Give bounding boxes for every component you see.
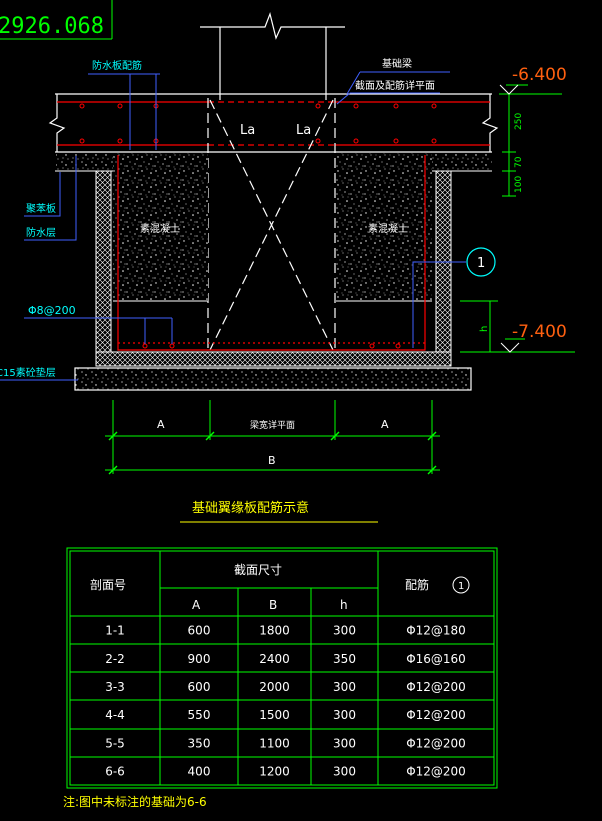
- table-row: 5-5 350 1100 300 Φ12@200: [105, 736, 466, 750]
- dim-100-label: 100: [514, 176, 524, 193]
- table-cell-reinf: Φ12@200: [406, 736, 466, 750]
- plain-concrete-right-label: 素混凝土: [368, 222, 408, 235]
- coordinate-readout: 2926.068: [0, 14, 104, 39]
- table-cell-section: 6-6: [105, 765, 125, 779]
- table-cell-section: 2-2: [105, 652, 125, 666]
- table-cell-a: 350: [188, 736, 211, 750]
- callout-1-number: 1: [477, 256, 485, 271]
- table-row: 6-6 400 1200 300 Φ12@200: [105, 765, 466, 779]
- table-cell-section: 1-1: [105, 624, 125, 638]
- beam-detail-label: 截面及配筋详平面: [355, 79, 435, 92]
- table-cell-h: 300: [333, 708, 356, 722]
- waterproof-layer-label: 防水层: [26, 226, 56, 239]
- foundation-beam-label: 基础梁: [382, 57, 412, 70]
- table-grid: [66, 547, 498, 789]
- slab-rebar-dots: [79, 103, 437, 144]
- table-row: 4-4 550 1500 300 Φ12@200: [105, 708, 466, 722]
- table-cell-a: 550: [188, 708, 211, 722]
- table-header-callout-number: 1: [458, 581, 464, 592]
- dim-250-label: 250: [514, 113, 524, 130]
- table-col-a: A: [192, 598, 201, 612]
- table-cell-section: 5-5: [105, 736, 125, 750]
- plain-concrete: [113, 153, 432, 302]
- table-header-section: 剖面号: [90, 578, 126, 592]
- table-cell-reinf: Φ12@200: [406, 708, 466, 722]
- dim-a-left-label: A: [157, 418, 165, 431]
- table-cell-reinf: Φ12@200: [406, 765, 466, 779]
- table-cell-b: 1200: [259, 765, 290, 779]
- c15-bedding-label: C15素砼垫层: [0, 366, 56, 379]
- dim-b-label: B: [268, 454, 276, 467]
- drawing-note: 注:图中未标注的基础为6-6: [63, 794, 207, 809]
- table-cell-b: 2400: [259, 652, 290, 666]
- dimension-ticks: [108, 431, 437, 475]
- table-header-callout-circle: [452, 576, 470, 594]
- table-cell-a: 900: [188, 652, 211, 666]
- la-right-label: La: [296, 123, 311, 138]
- callout-1-circle: [466, 247, 496, 277]
- table-cell-h: 300: [333, 736, 356, 750]
- c15-bedding-layer: [74, 367, 472, 391]
- column-stub: [200, 12, 345, 100]
- plain-concrete-left-label: 素混凝土: [140, 222, 180, 235]
- table-cell-b: 2000: [259, 680, 290, 694]
- rebar-phi8-label: Φ8@200: [28, 304, 76, 317]
- drawing-title: 基础翼缘板配筋示意: [192, 500, 309, 516]
- table-cell-section: 4-4: [105, 708, 125, 722]
- bottom-dimensions: [105, 400, 440, 474]
- table-cell-a: 600: [188, 680, 211, 694]
- table-row: 2-2 900 2400 350 Φ16@160: [105, 652, 466, 666]
- table-cell-reinf: Φ12@180: [406, 624, 466, 638]
- waterproof-rebar-label: 防水板配筋: [92, 59, 142, 72]
- table-cell-a: 600: [188, 624, 211, 638]
- bottom-elevation-label: -7.400: [512, 322, 567, 342]
- waterproof-layer-hatch: [55, 154, 492, 367]
- table-cell-b: 1500: [259, 708, 290, 722]
- table-row: 3-3 600 2000 300 Φ12@200: [105, 680, 466, 694]
- dim-h-label: h: [479, 326, 490, 332]
- dim-beam-width-label: 梁宽详平面: [250, 419, 295, 431]
- dim-70-label: 70: [514, 156, 524, 168]
- table-cell-reinf: Φ16@160: [406, 652, 466, 666]
- table-cell-reinf: Φ12@200: [406, 680, 466, 694]
- table-header-size: 截面尺寸: [234, 563, 282, 577]
- table-cell-h: 300: [333, 765, 356, 779]
- table-cell-a: 400: [188, 765, 211, 779]
- flange-rebar-dots: [142, 343, 401, 349]
- flange-rebar: [117, 155, 426, 351]
- beam-dashed-lines: [207, 98, 336, 352]
- top-elevation-label: -6.400: [512, 65, 567, 85]
- elevation-markers: [499, 84, 520, 353]
- left-leaders: [0, 71, 466, 381]
- table-row: 1-1 600 1800 300 Φ12@180: [105, 624, 466, 638]
- table-cell-h: 350: [333, 652, 356, 666]
- slab-rebar: [57, 101, 490, 146]
- la-left-label: La: [240, 123, 255, 138]
- table-cell-b: 1100: [259, 736, 290, 750]
- table-cell-section: 3-3: [105, 680, 125, 694]
- table-col-b: B: [269, 598, 277, 612]
- polystyrene-board-label: 聚苯板: [26, 202, 56, 215]
- table-cell-h: 300: [333, 624, 356, 638]
- table-cell-h: 300: [333, 680, 356, 694]
- table-col-h: h: [340, 598, 348, 612]
- table-header-reinf: 配筋: [405, 577, 429, 592]
- dim-a-right-label: A: [381, 418, 389, 431]
- table-rows: 1-1 600 1800 300 Φ12@180 2-2 900 2400 350 Φ16@160…: [105, 624, 466, 779]
- table-cell-b: 1800: [259, 624, 290, 638]
- waterproof-slab: [48, 93, 499, 153]
